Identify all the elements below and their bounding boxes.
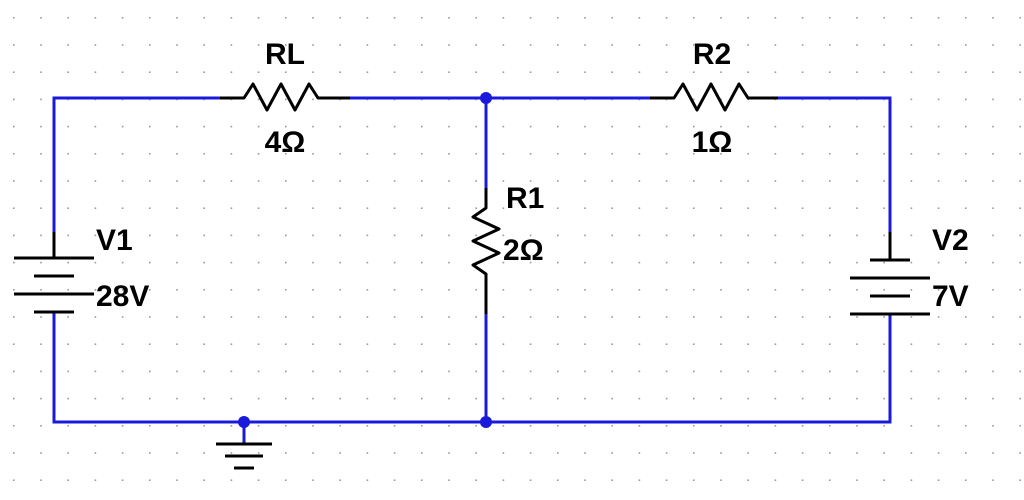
rl-value-label: 4Ω xyxy=(265,126,306,159)
junction-bottom[interactable] xyxy=(480,416,492,428)
resistor-rl-symbol[interactable] xyxy=(220,82,350,112)
resistor-rl[interactable] xyxy=(220,82,350,112)
resistor-r2-symbol[interactable] xyxy=(650,82,778,112)
resistor-r1-symbol[interactable] xyxy=(471,188,501,314)
r2-name-label: R2 xyxy=(693,38,731,71)
junctions xyxy=(238,92,492,428)
components xyxy=(14,82,930,470)
battery-v2[interactable] xyxy=(850,232,930,316)
r1-name-label: R1 xyxy=(506,182,544,215)
junction-top[interactable] xyxy=(480,92,492,104)
v1-name-label: V1 xyxy=(96,224,133,257)
resistor-r1[interactable] xyxy=(471,188,501,314)
labels: RL 4Ω R2 1Ω R1 2Ω V1 28V V2 7V xyxy=(96,38,969,313)
v2-name-label: V2 xyxy=(932,224,969,257)
battery-v1[interactable] xyxy=(14,232,94,314)
ground-icon[interactable] xyxy=(216,442,272,470)
wire-top-left[interactable] xyxy=(52,96,220,252)
wire-top-right[interactable] xyxy=(778,96,892,232)
wires xyxy=(52,96,892,444)
resistor-r2[interactable] xyxy=(650,82,778,112)
r1-value-label: 2Ω xyxy=(503,234,544,267)
v1-value-label: 28V xyxy=(96,280,149,313)
grid-dots xyxy=(13,17,1021,481)
r2-value-label: 1Ω xyxy=(692,126,733,159)
v2-value-label: 7V xyxy=(932,280,969,313)
rl-name-label: RL xyxy=(265,38,305,71)
junction-ground[interactable] xyxy=(238,416,250,428)
wire-bottom[interactable] xyxy=(52,312,892,424)
